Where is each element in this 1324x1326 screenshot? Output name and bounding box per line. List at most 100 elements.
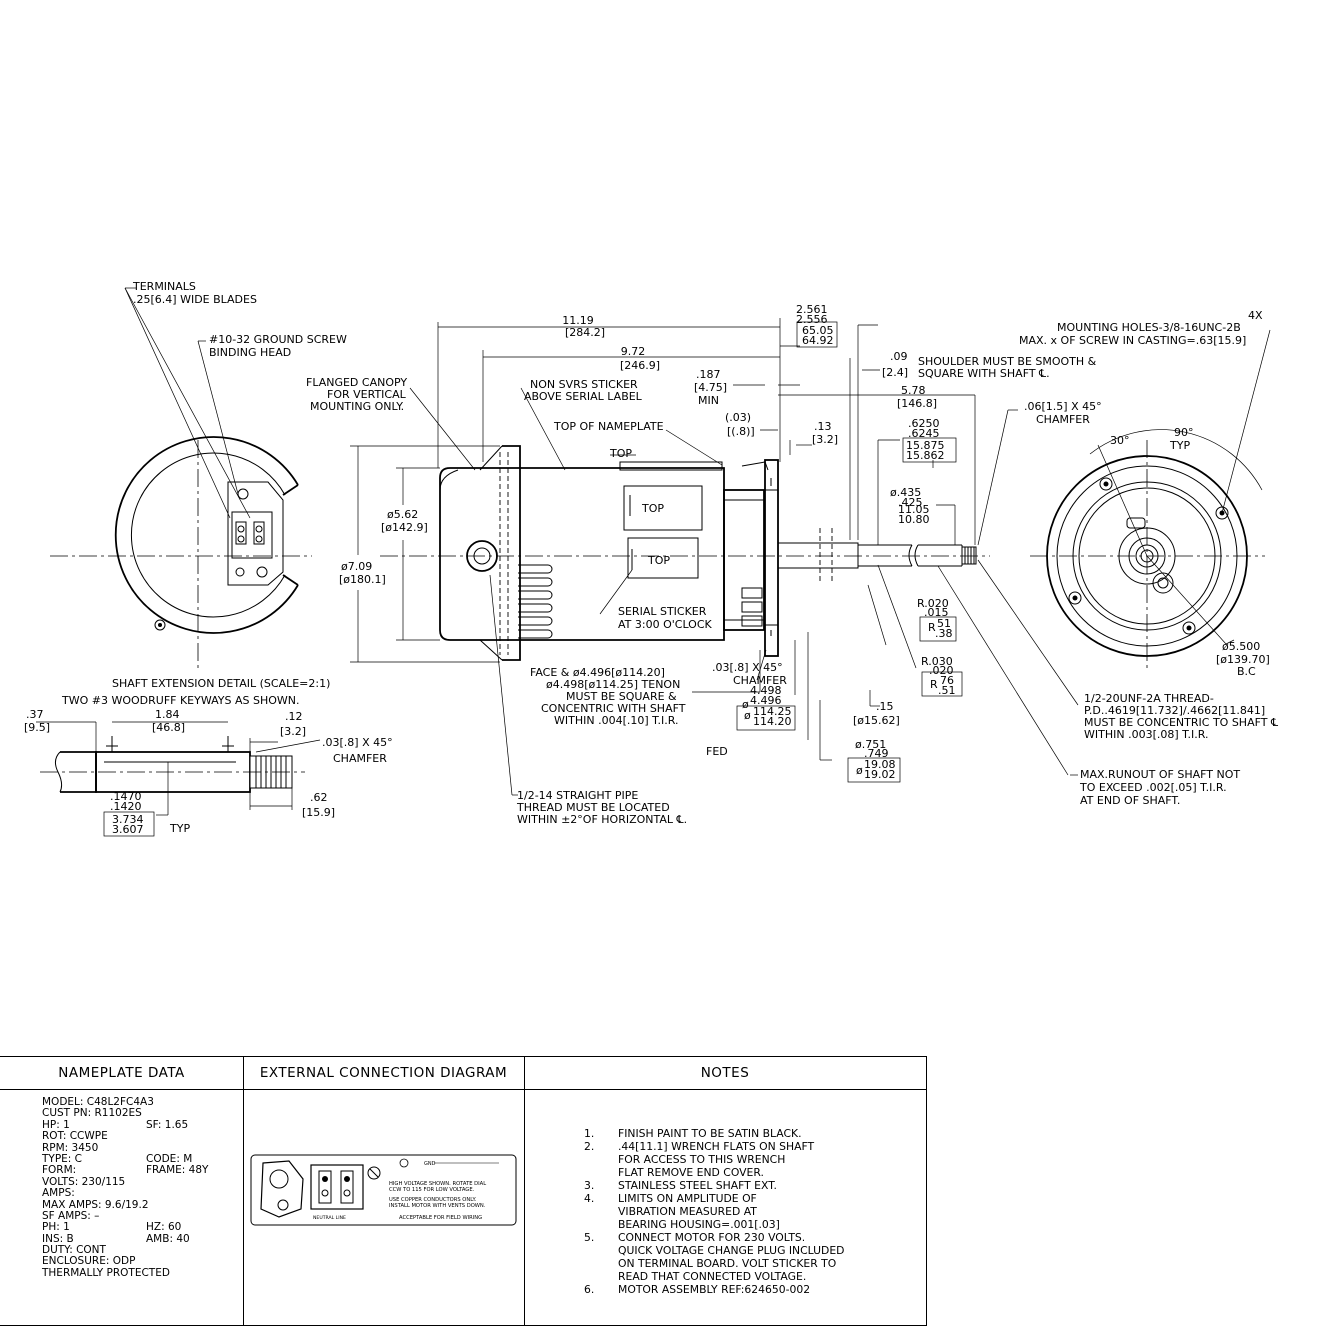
note-text: FLAT REMOVE END COVER. [618,1166,764,1179]
dim-435: ø.435 [890,486,921,499]
np-sf: SF: 1.65 [146,1118,189,1131]
note-number: 4. [584,1192,595,1205]
note-text: .44[11.1] WRENCH FLATS ON SHAFT [618,1140,815,1153]
np-rot: ROT: CCWPE [42,1130,108,1143]
shaft-detail-view [36,721,321,816]
label-wide-blades: .25[6.4] WIDE BLADES [133,293,257,306]
note-number: 3. [584,1179,595,1192]
note-text: BEARING HOUSING=.001[.03] [618,1218,780,1231]
label-thread-4: WITHIN .003[.08] T.I.R. [1084,728,1209,741]
dim-10-80: 10.80 [898,513,930,526]
np-amb: AMB: 40 [146,1232,190,1245]
dim-9-5: [9.5] [24,721,50,734]
dim-4-498-phi: ø [742,698,749,711]
label-canopy-2: FOR VERTICAL [327,388,407,401]
label-min: MIN [698,394,719,407]
dim-15-875: 15.875 [906,439,945,452]
note-row: 5.CONNECT MOTOR FOR 230 VOLTS. [584,1231,845,1244]
dim-6245: .6245 [908,427,940,440]
label-chamfer-03-a: .03[.8] X 45° [712,661,783,674]
label-canopy-3: MOUNTING ONLY. [310,400,404,413]
note-number: 5. [584,1231,595,1244]
dim-15-62: [ø15.62] [853,714,900,727]
conn-hv-1: HIGH VOLTAGE SHOWN. ROTATE DIAL [389,1181,486,1187]
nameplate-data: MODEL: C48L2FC4A3 CUST PN: R1102ES HP: 1… [42,1096,208,1279]
label-shoulder-2: SQUARE WITH SHAFT ℄. [918,367,1050,380]
dim-1470: .1470 [110,790,142,803]
note-row: ON TERMINAL BOARD. VOLT STICKER TO [584,1257,845,1270]
dim-114-20: 114.20 [753,715,792,728]
label-chamfer-06: .06[1.5] X 45° [1024,400,1102,413]
dim-5-78: 5.78 [901,384,926,397]
dim-3-607: 3.607 [112,823,144,836]
dim-114-phi: ø [744,709,751,722]
dim-2-556: 2.556 [796,313,828,326]
dimension-lines [350,318,1079,796]
note-text: QUICK VOLTAGE CHANGE PLUG INCLUDED [618,1244,845,1257]
dim-4-498: 4.498 [750,684,782,697]
dim-246-9: [246.9] [620,359,660,372]
np-amps: AMPS: [42,1187,75,1200]
np-hp: HP: 1 [42,1118,70,1131]
np-hp-row: HP: 1 SF: 1.65 [42,1118,188,1131]
note-text: ON TERMINAL BOARD. VOLT STICKER TO [618,1257,837,1270]
note-number [584,1270,618,1283]
connection-diagram: GND HIGH VOLTAGE SHOWN. ROTATE DIAL CCW … [250,1154,517,1226]
label-pipe-2: THREAD MUST BE LOCATED [516,801,670,814]
dim-r38: .38 [935,627,953,640]
dim-4-496: 4.496 [750,694,782,707]
dim-284-2: [284.2] [565,326,605,339]
dim-139-70: [ø139.70] [1216,653,1270,666]
dim-46-8: [46.8] [152,721,185,734]
dim-r-76-prefix: R [930,678,938,691]
dim-09: .09 [890,350,908,363]
conn-cu-2: INSTALL MOTOR WITH VENTS DOWN. [389,1203,486,1209]
np-duty: DUTY: CONT [42,1244,106,1257]
note-row: FOR ACCESS TO THIS WRENCH [584,1153,845,1166]
label-mount-1: MOUNTING HOLES-3/8-16UNC-2B [1057,321,1241,334]
np-thermal: THERMALLY PROTECTED [42,1266,170,1279]
dim-146-8: [146.8] [897,397,937,410]
motor-drawing: TERMINALS .25[6.4] WIDE BLADES #10-32 GR… [24,280,1278,837]
np-hz: HZ: 60 [146,1221,182,1234]
label-typ-b: TYP [169,822,190,835]
label-bc: B.C [1237,665,1256,678]
dim-19-02: 19.02 [864,768,896,781]
note-row: FLAT REMOVE END COVER. [584,1166,845,1179]
np-rpm: RPM: 3450 [42,1141,99,1154]
dim-30deg: 30° [1110,434,1130,447]
np-form-row: FORM:FRAME: 48Y [42,1164,208,1176]
label-face-5: WITHIN .004[.10] T.I.R. [554,714,679,727]
dim-114-25: 114.25 [753,705,792,718]
dim-142-9: [ø142.9] [381,521,428,534]
dim-1420: .1420 [110,800,142,813]
dim-r76: 76 [940,674,954,687]
dim-751: ø.751 [855,738,886,751]
label-mount-2: MAX. x OF SCREW IN CASTING=.63[15.9] [1019,334,1246,347]
conn-hv-2: CCW TO 115 FOR LOW VOLTAGE. [389,1187,475,1193]
data-table: NAMEPLATE DATA MODEL: C48L2FC4A3 CUST PN… [0,1056,927,1326]
label-thread-2: P.D..4619[11.732]/.4662[11.841] [1084,704,1265,717]
dim-8p: [(.8)] [727,425,755,438]
dim-4-75: [4.75] [694,381,727,394]
connection-header: EXTERNAL CONNECTION DIAGRAM [243,1057,524,1090]
label-face-1: FACE & ø4.496[ø114.20] [530,666,665,679]
dim-r020b: .020 [929,664,954,677]
np-ins: INS: B [42,1232,74,1245]
label-serial-2: AT 3:00 O'CLOCK [618,618,713,631]
dim-187: .187 [696,368,721,381]
note-number [584,1153,618,1166]
conn-field: ACCEPTABLE FOR FIELD WIRING [399,1215,482,1221]
note-row: BEARING HOUSING=.001[.03] [584,1218,845,1231]
np-max-amps: MAX AMPS: 9.6/19.2 [42,1198,149,1211]
note-row: 3.STAINLESS STEEL SHAFT EXT. [584,1179,845,1192]
dim-r-51-prefix: R [928,621,936,634]
label-chamfer-b: CHAMFER [1036,413,1090,426]
note-number: 2. [584,1140,595,1153]
label-top-of-nameplate: TOP OF NAMEPLATE [553,420,664,433]
note-row: READ THAT CONNECTED VOLTAGE. [584,1270,845,1283]
left-end-view [50,287,312,668]
note-number [584,1166,618,1179]
np-ins-row: INS: B AMB: 40 [42,1232,190,1245]
